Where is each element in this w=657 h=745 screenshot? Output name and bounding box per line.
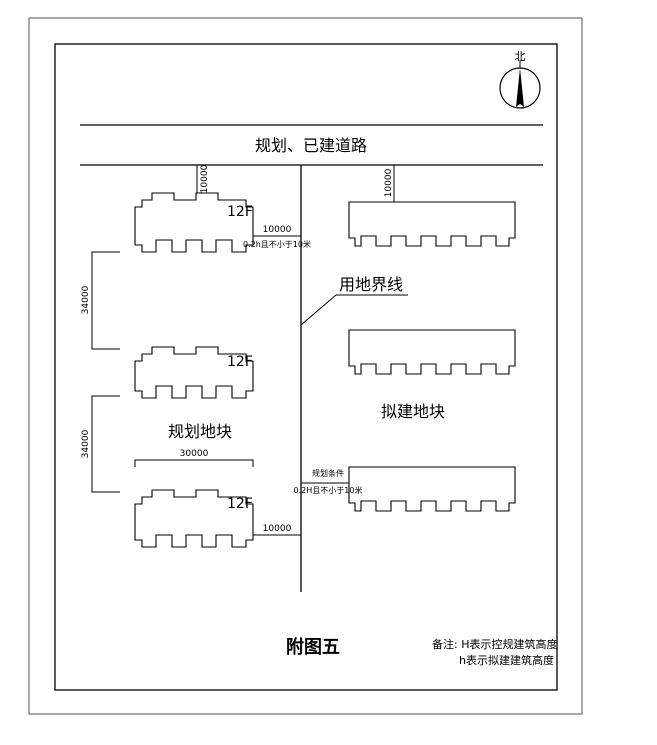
floor-label-bottom-left: 12F <box>227 496 253 512</box>
right-building-bottom <box>348 466 516 512</box>
right-building-top <box>348 201 516 247</box>
dim-gap-to-boundary-bottom: 10000 <box>263 524 292 534</box>
figure-title: 附图五 <box>286 636 340 658</box>
dim-line-spacing-lower <box>91 395 120 493</box>
outer-sheet-border <box>28 17 583 715</box>
dim-gap-condition-top: 0.2h且不小于10米 <box>243 239 311 249</box>
dim-top-left-setback: 10000 <box>200 164 210 193</box>
left-building-middle <box>134 346 254 399</box>
inner-drawing-frame <box>54 43 558 691</box>
boundary-label: 用地界线 <box>339 275 403 294</box>
dim-spacing-lower: 34000 <box>81 429 91 458</box>
dim-gap-to-boundary-top: 10000 <box>263 225 292 235</box>
floor-label-middle-left: 12F <box>227 354 253 370</box>
dim-line-building-width <box>134 459 254 467</box>
note-line-1: 备注: H表示控规建筑高度 <box>432 637 557 651</box>
right-building-middle <box>348 329 516 375</box>
dim-spacing-upper: 34000 <box>81 285 91 314</box>
dim-line-spacing-upper <box>91 251 120 350</box>
boundary-leader-line <box>300 294 337 326</box>
north-label: 北 <box>515 50 526 63</box>
planned-plot-label: 规划地块 <box>168 422 232 441</box>
dim-building-width: 30000 <box>180 449 209 459</box>
left-building-top <box>134 192 254 253</box>
road-label: 规划、已建道路 <box>255 136 367 155</box>
planning-condition-label: 规划条件 <box>312 468 344 478</box>
note-line-2: h表示拟建建筑高度 <box>459 653 554 667</box>
planning-condition-value: 0.2H且不小于10米 <box>294 485 363 495</box>
left-building-bottom <box>134 489 254 548</box>
proposed-plot-label: 拟建地块 <box>381 402 445 421</box>
north-arrow-icon <box>499 60 541 109</box>
floor-label-top-left: 12F <box>227 204 253 220</box>
dim-top-right-setback: 10000 <box>384 168 394 197</box>
